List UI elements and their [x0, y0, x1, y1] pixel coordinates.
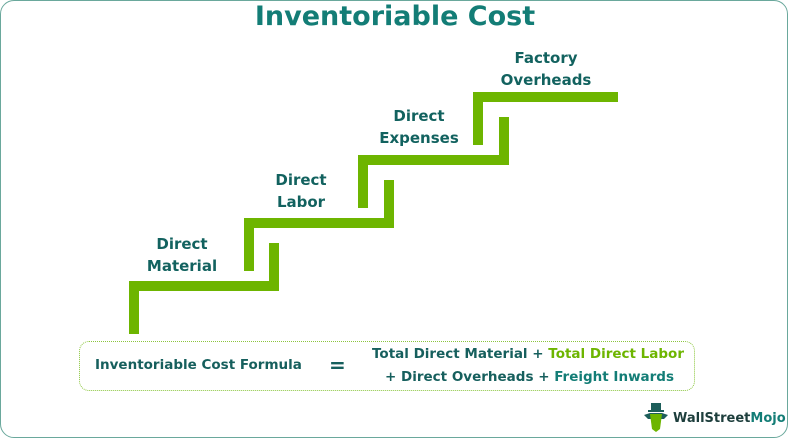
step-label-line: Direct: [393, 107, 445, 125]
formula-plus: +: [538, 369, 550, 385]
step-2-tread: [244, 218, 394, 228]
mascot-icon: [644, 403, 668, 432]
formula-term-2: Total Direct Labor: [548, 346, 684, 362]
formula-plus: +: [385, 369, 397, 385]
step-label-line: Factory: [514, 49, 578, 67]
step-label-line: Overheads: [500, 71, 592, 89]
step-2-riser-left: [244, 218, 254, 271]
formula-box: [79, 341, 695, 391]
formula-term-3: Direct Overheads: [401, 369, 534, 385]
step-3-riser-left: [358, 155, 368, 208]
step-4-tread: [473, 92, 618, 102]
step-label-line: Expenses: [379, 129, 459, 147]
formula-term-1: Total Direct Material: [372, 346, 528, 362]
brand-logo: WallStreetMojo: [643, 403, 786, 433]
step-1-riser-right: [269, 243, 279, 291]
step-label-direct-labor: Direct Labor: [221, 169, 381, 213]
diagram-title: Inventoriable Cost: [254, 1, 536, 32]
step-label-line: Material: [146, 257, 218, 275]
formula-plus: +: [532, 346, 544, 362]
step-3-riser-right: [499, 117, 509, 165]
step-label-line: Labor: [276, 193, 326, 211]
step-1-riser-left: [129, 281, 139, 334]
formula-line-1: Total Direct Material + Total Direct Lab…: [372, 346, 684, 362]
formula-term-4: Freight Inwards: [554, 369, 675, 385]
brand-name-a: WallStreet: [673, 410, 751, 426]
formula-line-2: + Direct Overheads + Freight Inwards: [385, 369, 674, 385]
step-label-line: Direct: [156, 235, 208, 253]
step-label-direct-material: Direct Material: [102, 233, 262, 277]
step-3-tread: [358, 155, 509, 165]
step-4-riser-left: [473, 92, 483, 145]
step-label-line: Direct: [275, 171, 327, 189]
formula-label: Inventoriable Cost Formula: [95, 357, 302, 373]
step-label-factory-overheads: Factory Overheads: [466, 47, 626, 91]
formula-equals: =: [329, 353, 346, 377]
step-2-riser-right: [384, 180, 394, 228]
step-1-tread: [129, 281, 279, 291]
step-label-direct-expenses: Direct Expenses: [339, 105, 499, 149]
brand-name-b: Mojo: [750, 410, 786, 426]
brand-name: WallStreetMojo: [673, 411, 786, 426]
